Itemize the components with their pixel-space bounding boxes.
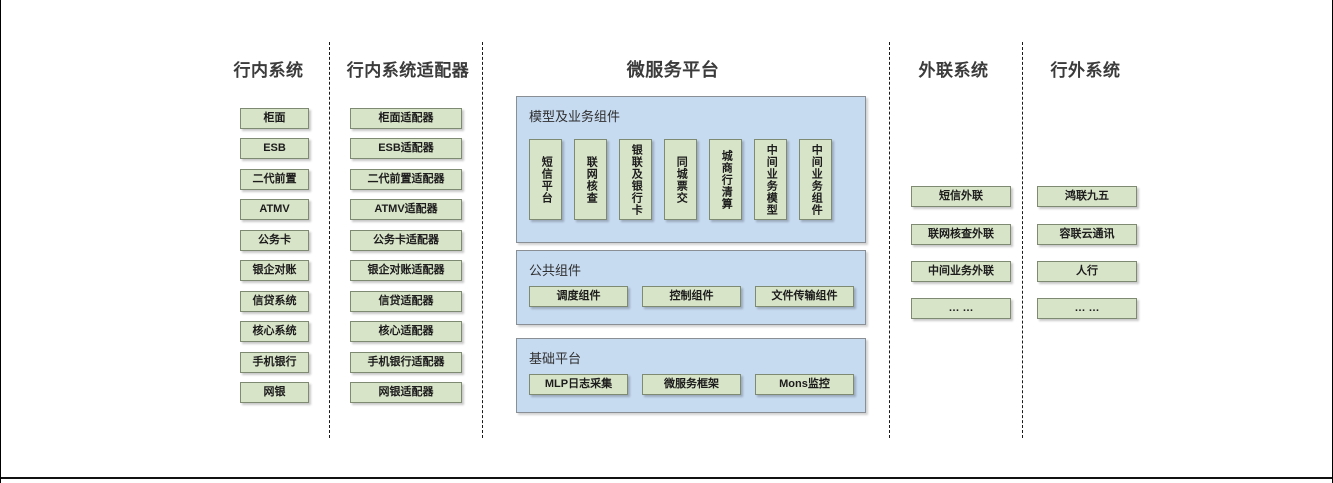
column-separator-3 <box>889 42 890 438</box>
node-public-component-3[interactable]: 文件传输组件 <box>755 286 854 307</box>
node-outside-bank-2[interactable]: 容联云通讯 <box>1037 224 1137 245</box>
node-in-bank-system-10[interactable]: 网银 <box>240 382 309 403</box>
node-public-component-2[interactable]: 控制组件 <box>642 286 741 307</box>
node-in-bank-adapter-10[interactable]: 网银适配器 <box>350 382 462 403</box>
node-in-bank-adapter-8[interactable]: 核心适配器 <box>350 321 462 342</box>
node-model-component-6[interactable]: 中间业务模型 <box>754 139 787 220</box>
column-title-microservice-platform: 微服务平台 <box>626 60 720 80</box>
panel-title-public-components: 公共组件 <box>529 263 582 278</box>
node-in-bank-system-1[interactable]: 柜面 <box>240 108 309 129</box>
node-external-link-2[interactable]: 联网核查外联 <box>911 224 1011 245</box>
node-model-component-5-label: 城商行清算 <box>720 149 733 210</box>
node-base-platform-1[interactable]: MLP日志采集 <box>529 374 628 395</box>
column-title-in-bank-systems: 行内系统 <box>233 61 304 80</box>
node-model-component-2-label: 联网核查 <box>585 155 598 204</box>
node-in-bank-adapter-1[interactable]: 柜面适配器 <box>350 108 462 129</box>
node-in-bank-adapter-5[interactable]: 公务卡适配器 <box>350 230 462 251</box>
node-external-link-4[interactable]: … … <box>911 298 1011 319</box>
node-model-component-4-label: 同城票交 <box>675 155 688 204</box>
panel-title-base-platform: 基础平台 <box>529 351 582 366</box>
node-in-bank-system-9[interactable]: 手机银行 <box>240 352 309 373</box>
column-separator-4 <box>1022 42 1023 438</box>
node-model-component-4[interactable]: 同城票交 <box>664 139 697 220</box>
node-base-platform-3[interactable]: Mons监控 <box>755 374 854 395</box>
node-model-component-6-label: 中间业务模型 <box>765 143 778 216</box>
node-external-link-3[interactable]: 中间业务外联 <box>911 261 1011 282</box>
node-model-component-3[interactable]: 银联及银行卡 <box>619 139 652 220</box>
node-model-component-7[interactable]: 中间业务组件 <box>799 139 832 220</box>
node-in-bank-system-7[interactable]: 信贷系统 <box>240 291 309 312</box>
node-model-component-7-label: 中间业务组件 <box>810 143 823 216</box>
node-model-component-2[interactable]: 联网核查 <box>574 139 607 220</box>
node-in-bank-system-8[interactable]: 核心系统 <box>240 321 309 342</box>
node-model-component-5[interactable]: 城商行清算 <box>709 139 742 220</box>
column-separator-1 <box>329 42 330 438</box>
node-in-bank-adapter-6[interactable]: 银企对账适配器 <box>350 260 462 281</box>
node-in-bank-system-5[interactable]: 公务卡 <box>240 230 309 251</box>
node-in-bank-system-2[interactable]: ESB <box>240 138 309 159</box>
node-public-component-1[interactable]: 调度组件 <box>529 286 628 307</box>
column-title-external-link-systems: 外联系统 <box>918 61 989 80</box>
node-in-bank-system-6[interactable]: 银企对账 <box>240 260 309 281</box>
column-separator-2 <box>482 42 483 438</box>
node-in-bank-adapter-3[interactable]: 二代前置适配器 <box>350 169 462 190</box>
node-model-component-3-label: 银联及银行卡 <box>630 143 643 216</box>
node-outside-bank-1[interactable]: 鸿联九五 <box>1037 186 1137 207</box>
column-title-outside-bank-systems: 行外系统 <box>1050 61 1121 80</box>
panel-title-model-and-business-components: 模型及业务组件 <box>529 109 621 124</box>
node-outside-bank-4[interactable]: … … <box>1037 298 1137 319</box>
column-title-in-bank-adapters: 行内系统适配器 <box>346 61 470 80</box>
node-in-bank-adapter-7[interactable]: 信贷适配器 <box>350 291 462 312</box>
node-model-component-1[interactable]: 短信平台 <box>529 139 562 220</box>
node-model-component-1-label: 短信平台 <box>540 155 553 204</box>
node-outside-bank-3[interactable]: 人行 <box>1037 261 1137 282</box>
node-external-link-1[interactable]: 短信外联 <box>911 186 1011 207</box>
node-in-bank-adapter-2[interactable]: ESB适配器 <box>350 138 462 159</box>
node-in-bank-adapter-4[interactable]: ATMV适配器 <box>350 199 462 220</box>
node-base-platform-2[interactable]: 微服务框架 <box>642 374 741 395</box>
page-bottom-rule <box>1 477 1332 479</box>
node-in-bank-system-4[interactable]: ATMV <box>240 199 309 220</box>
node-in-bank-system-3[interactable]: 二代前置 <box>240 169 309 190</box>
node-in-bank-adapter-9[interactable]: 手机银行适配器 <box>350 352 462 373</box>
